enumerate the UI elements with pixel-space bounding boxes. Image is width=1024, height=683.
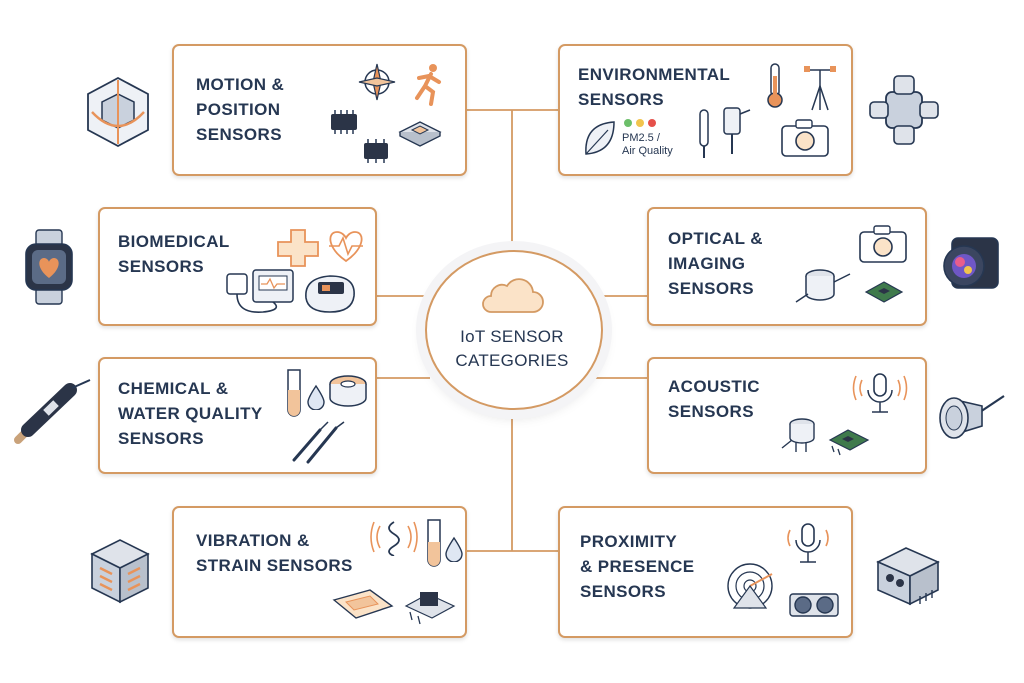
ultrasonic-transducer-icon [939,395,1005,439]
test-tube-icon [287,369,301,417]
compass-icon [358,63,396,101]
water-drop-icon [445,536,463,562]
hub-circle [425,250,603,410]
camera-icon [781,119,829,157]
running-person-icon [415,64,441,106]
cloud-icon [482,278,544,313]
accelerometer-chip-icon [398,121,442,147]
blood-pressure-monitor-icon [226,269,294,313]
strain-gauge-icon [332,589,394,619]
air-quality-dots [624,119,656,127]
chip-icon [364,139,388,163]
camera-module-icon [943,237,999,289]
heart-pulse-icon [329,231,363,263]
water-probe-icon [14,379,91,444]
probe-icon [723,107,751,154]
vibration-wave-icon [370,521,418,556]
audio-board-icon [828,429,870,456]
thermometer-icon [767,63,783,108]
microphone-icon [787,523,829,563]
gas-sensor-module-icon [869,75,939,145]
category-card-acoustic [647,357,927,474]
weather-station-icon [804,66,836,111]
sensor-ring-icon [329,375,367,407]
camera-icon [859,225,907,263]
vibration-module-icon [90,539,150,604]
leaf-icon [585,121,615,155]
ultrasonic-sensor-icon [789,593,839,617]
category-card-vibration [172,506,467,638]
sound-sensor-icon [781,418,815,452]
pulse-oximeter-icon [305,275,355,313]
probe-icon [699,109,709,158]
category-label-vibration: VIBRATION &STRAIN SENSORS [196,531,353,575]
radar-icon [727,563,773,609]
photo-sensor-icon [795,269,851,303]
chip-icon [331,110,357,134]
test-tube-icon [427,519,441,567]
presence-module-icon [876,547,940,606]
air-quality-label: PM2.5 /Air Quality [622,132,673,157]
image-sensor-board-icon [864,281,904,303]
vibration-board-icon [404,592,456,625]
ph-probe-icon [292,421,345,464]
medical-cross-icon [277,229,319,267]
microphone-icon [852,373,908,413]
gyroscope-cube-icon [87,76,149,148]
category-card-motion [172,44,467,176]
smartwatch-icon [25,229,73,305]
water-drop-icon [307,384,325,410]
category-card-chemical [98,357,377,474]
